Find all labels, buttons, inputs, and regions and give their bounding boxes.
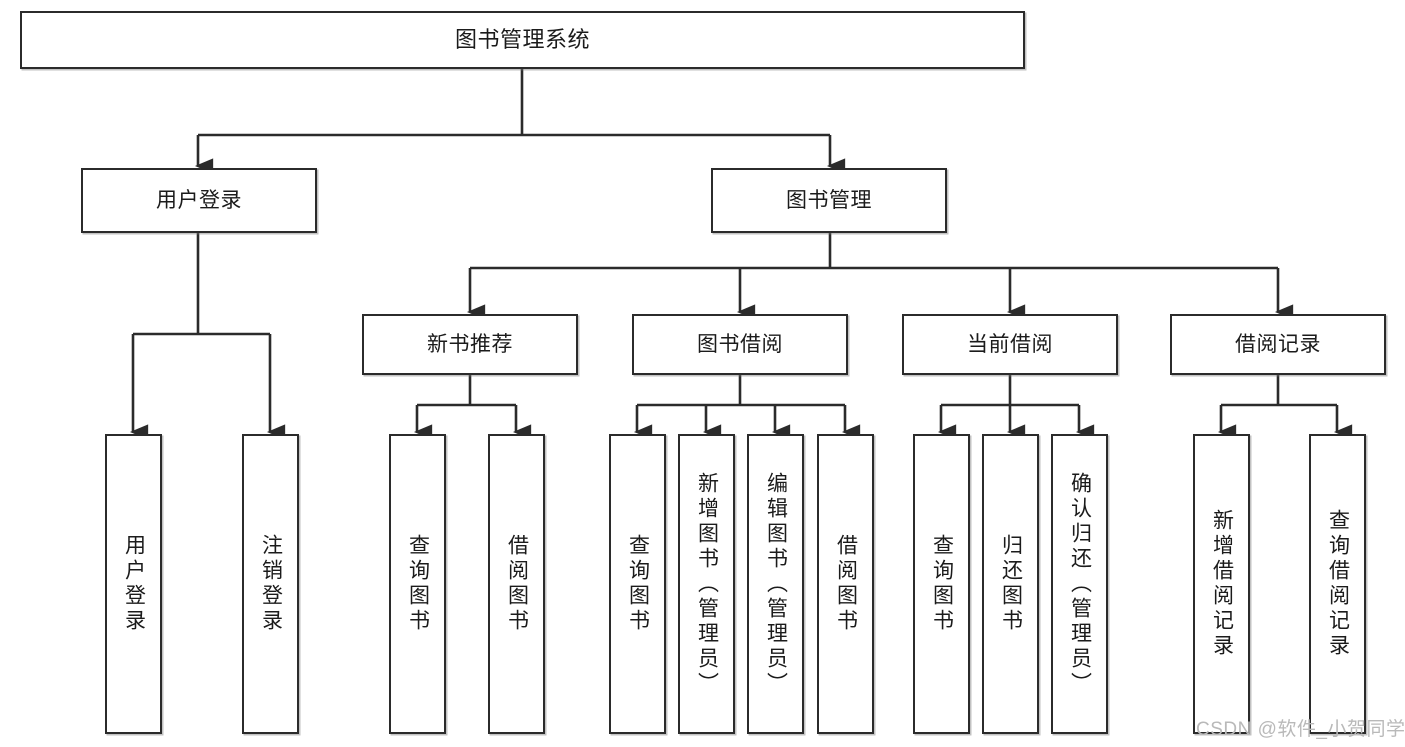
- node-leaf-query-book-1[interactable]: 查询图书: [389, 434, 446, 734]
- node-leaf-user-logout[interactable]: 注销登录: [242, 434, 299, 734]
- node-label: 用户登录: [122, 534, 146, 634]
- node-label: 图书管理: [786, 188, 872, 212]
- node-leaf-borrow-book-1[interactable]: 借阅图书: [488, 434, 545, 734]
- node-label: 新增借阅记录: [1210, 509, 1234, 659]
- node-root-system[interactable]: 图书管理系统: [20, 11, 1025, 69]
- node-leaf-query-book-3[interactable]: 查询图书: [913, 434, 970, 734]
- node-label: 图书借阅: [697, 332, 783, 356]
- node-current-borrow[interactable]: 当前借阅: [902, 314, 1118, 375]
- node-user-login[interactable]: 用户登录: [81, 168, 317, 233]
- node-leaf-edit-book[interactable]: 编辑图书（管理员）: [747, 434, 804, 734]
- node-leaf-borrow-book-2[interactable]: 借阅图书: [817, 434, 874, 734]
- node-label: 当前借阅: [967, 332, 1053, 356]
- node-leaf-user-login[interactable]: 用户登录: [105, 434, 162, 734]
- node-label: 新增图书（管理员）: [695, 471, 719, 697]
- node-label: 编辑图书（管理员）: [764, 471, 788, 697]
- node-label: 确认归还（管理员）: [1068, 471, 1092, 697]
- node-new-book-recommend[interactable]: 新书推荐: [362, 314, 578, 375]
- node-label: 借阅图书: [505, 534, 529, 634]
- node-label: 查询图书: [626, 534, 650, 634]
- node-leaf-add-record[interactable]: 新增借阅记录: [1193, 434, 1250, 734]
- node-label: 图书管理系统: [454, 26, 590, 52]
- watermark-text: CSDN @软件_小贺同学: [1196, 719, 1405, 740]
- node-label: 查询图书: [406, 534, 430, 634]
- node-leaf-confirm-return[interactable]: 确认归还（管理员）: [1051, 434, 1108, 734]
- node-label: 借阅记录: [1235, 332, 1321, 356]
- node-label: 查询借阅记录: [1326, 509, 1350, 659]
- node-label: 借阅图书: [834, 534, 858, 634]
- node-leaf-query-book-2[interactable]: 查询图书: [609, 434, 666, 734]
- node-label: 归还图书: [999, 534, 1023, 634]
- node-book-borrow[interactable]: 图书借阅: [632, 314, 848, 375]
- node-borrow-record[interactable]: 借阅记录: [1170, 314, 1386, 375]
- node-label: 注销登录: [259, 534, 283, 634]
- node-leaf-add-book[interactable]: 新增图书（管理员）: [678, 434, 735, 734]
- node-book-manage[interactable]: 图书管理: [711, 168, 947, 233]
- node-label: 新书推荐: [427, 332, 513, 356]
- node-leaf-query-record[interactable]: 查询借阅记录: [1309, 434, 1366, 734]
- node-label: 用户登录: [156, 188, 242, 212]
- node-leaf-return-book[interactable]: 归还图书: [982, 434, 1039, 734]
- node-label: 查询图书: [930, 534, 954, 634]
